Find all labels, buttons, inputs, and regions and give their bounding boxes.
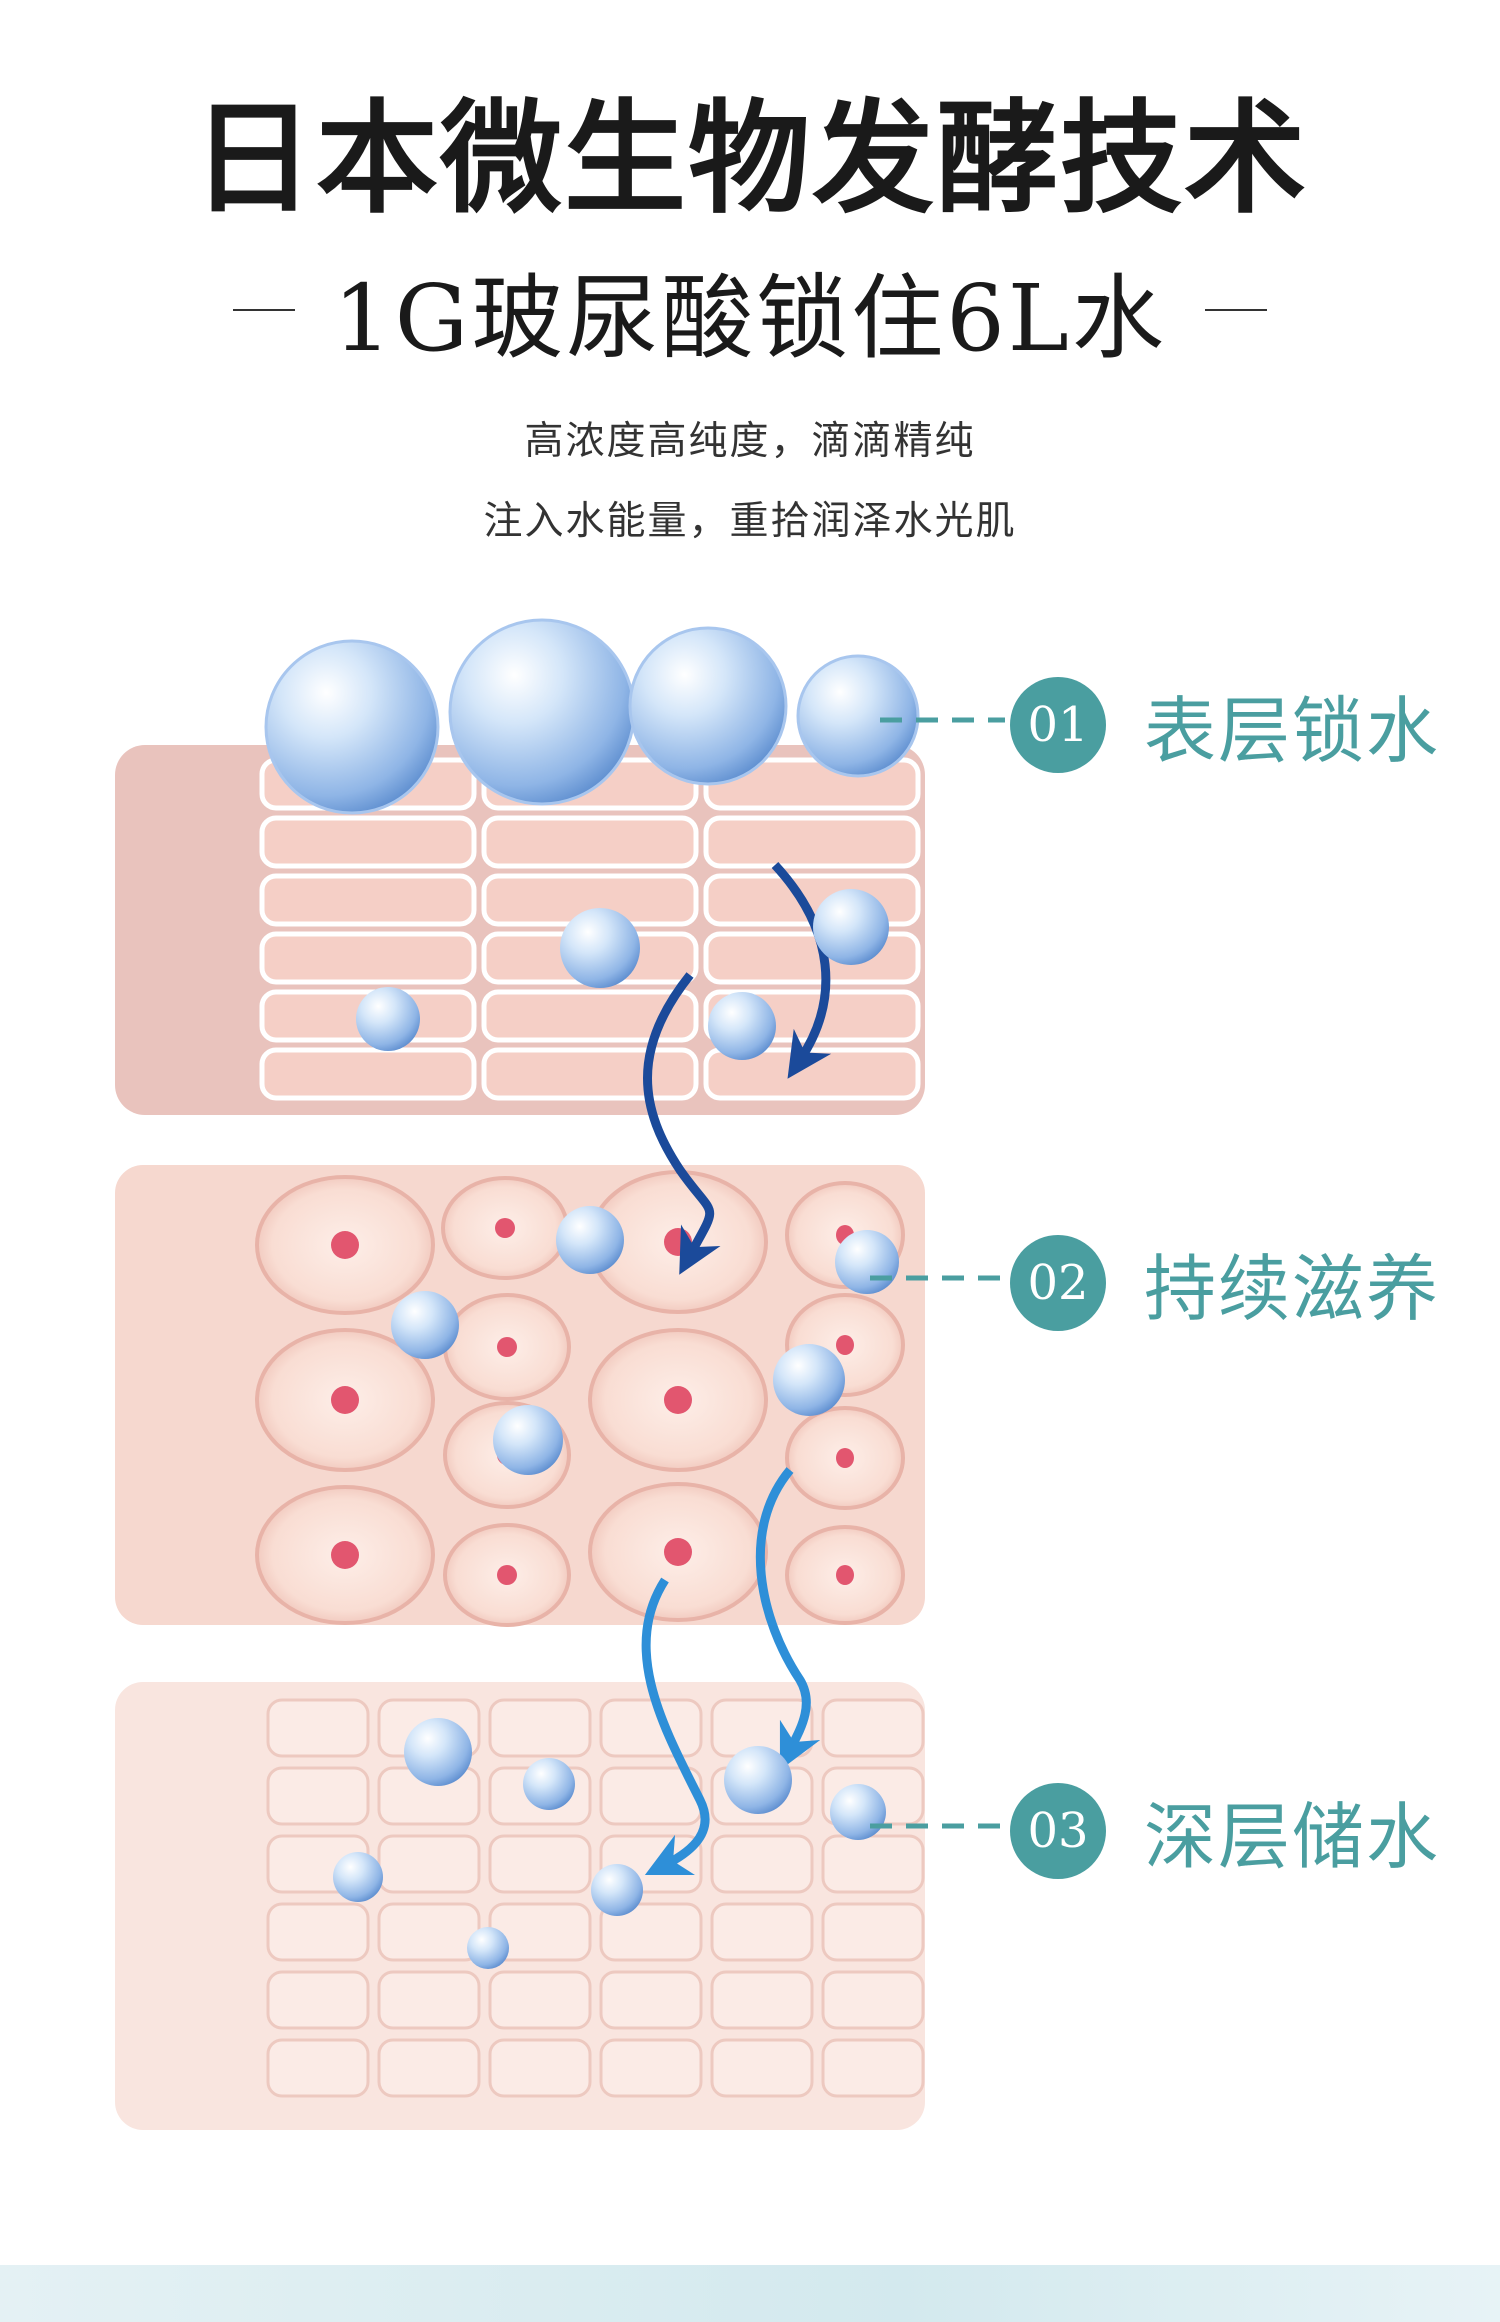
cell-nucleus — [664, 1386, 692, 1414]
water-droplet — [523, 1758, 575, 1810]
cell-nucleus — [497, 1565, 517, 1585]
callout-lines — [870, 717, 1005, 1829]
bottom-band — [0, 2265, 1500, 2322]
deep-cell — [821, 1902, 925, 1962]
arrow-surface-2 — [643, 972, 721, 1275]
deep-cell — [821, 1970, 925, 2030]
water-droplet — [628, 626, 788, 786]
cell-nucleus — [836, 1448, 854, 1468]
deep-cell — [821, 1834, 925, 1894]
surface-cell — [259, 931, 477, 985]
water-droplet — [493, 1405, 563, 1475]
deep-cell — [377, 1970, 481, 2030]
deep-cell — [266, 2038, 370, 2098]
right-dash — [1204, 309, 1267, 311]
cell-nucleus — [664, 1538, 692, 1566]
callout-label: 深层储水 — [1144, 1795, 1441, 1879]
deep-cell — [599, 2038, 703, 2098]
deep-cell — [599, 1970, 703, 2030]
callout-label: 表层锁水 — [1144, 689, 1441, 773]
water-droplet — [835, 1230, 899, 1294]
description-line-2: 注入水能量，重拾润泽水光肌 — [483, 499, 1017, 544]
arrow-mid-2 — [755, 1467, 821, 1771]
water-droplet — [708, 992, 776, 1060]
callout-nourish: 02 持续滋养 — [1010, 1230, 1440, 1335]
deep-cell — [377, 1834, 481, 1894]
water-droplet — [591, 1864, 643, 1916]
water-droplet — [813, 889, 889, 965]
deep-cell — [266, 1766, 370, 1826]
deep-cell — [488, 1698, 592, 1758]
deep-cell — [599, 1698, 703, 1758]
surface-cell — [259, 1047, 477, 1101]
left-dash — [233, 309, 296, 311]
water-droplet — [773, 1344, 845, 1416]
surface-cell — [481, 815, 699, 869]
deep-cell — [377, 2038, 481, 2098]
deep-cell — [821, 1698, 925, 1758]
deep-cell — [488, 2038, 592, 2098]
callout-deep: 03 深层储水 — [1010, 1778, 1440, 1883]
deep-cell — [377, 1902, 481, 1962]
page-title: 日本微生物发酵技术 — [192, 86, 1308, 230]
cell-nucleus — [836, 1335, 854, 1355]
surface-cell — [259, 815, 477, 869]
water-droplet — [356, 987, 420, 1051]
water-droplet — [796, 654, 920, 778]
deep-cell — [710, 1834, 814, 1894]
deep-cell — [710, 2038, 814, 2098]
deep-cell — [599, 1902, 703, 1962]
water-droplet — [830, 1784, 886, 1840]
water-droplet — [448, 618, 636, 806]
deep-cell — [710, 1970, 814, 2030]
cell-nucleus — [331, 1541, 359, 1569]
deep-layer — [115, 1682, 925, 2130]
surface-cell — [481, 1047, 699, 1101]
water-droplet — [560, 908, 640, 988]
water-droplet — [556, 1206, 624, 1274]
round-cells — [255, 1170, 905, 1627]
deep-cell — [488, 1970, 592, 2030]
arrow-surface-1 — [771, 861, 832, 1079]
surface-cell — [481, 989, 699, 1043]
surface-cell — [259, 873, 477, 927]
arrow-mid-1 — [641, 1577, 710, 1876]
cell-nucleus — [495, 1218, 515, 1238]
water-droplet — [264, 639, 440, 815]
penetration-arrows — [641, 861, 832, 1876]
water-droplet — [391, 1291, 459, 1359]
deep-cell — [710, 1902, 814, 1962]
cell-nucleus — [331, 1231, 359, 1259]
deep-cell — [266, 1970, 370, 2030]
subtitle: 1G玻尿酸锁住6L水 — [333, 264, 1167, 372]
callout-surface: 01 表层锁水 — [1010, 672, 1440, 777]
deep-cell — [488, 1834, 592, 1894]
deep-cell — [266, 1902, 370, 1962]
cell-nucleus — [836, 1565, 854, 1585]
nourish-layer — [115, 1165, 925, 1627]
deep-cell — [266, 1698, 370, 1758]
water-droplet — [467, 1927, 509, 1969]
water-droplet — [724, 1746, 792, 1814]
water-droplet — [333, 1852, 383, 1902]
callout-number-badge: 01 — [1010, 676, 1106, 773]
callout-number-badge: 03 — [1010, 1782, 1106, 1879]
deep-cell — [821, 2038, 925, 2098]
cell-nucleus — [331, 1386, 359, 1414]
callout-label: 持续滋养 — [1144, 1247, 1441, 1331]
surface-cell — [703, 815, 921, 869]
callout-number-badge: 02 — [1010, 1234, 1106, 1331]
cell-nucleus — [497, 1337, 517, 1357]
subtitle-row: 1G玻尿酸锁住6L水 — [0, 255, 1500, 372]
water-droplets — [264, 618, 920, 1969]
water-droplet — [404, 1718, 472, 1786]
description-line-1: 高浓度高纯度，滴滴精纯 — [524, 419, 976, 464]
